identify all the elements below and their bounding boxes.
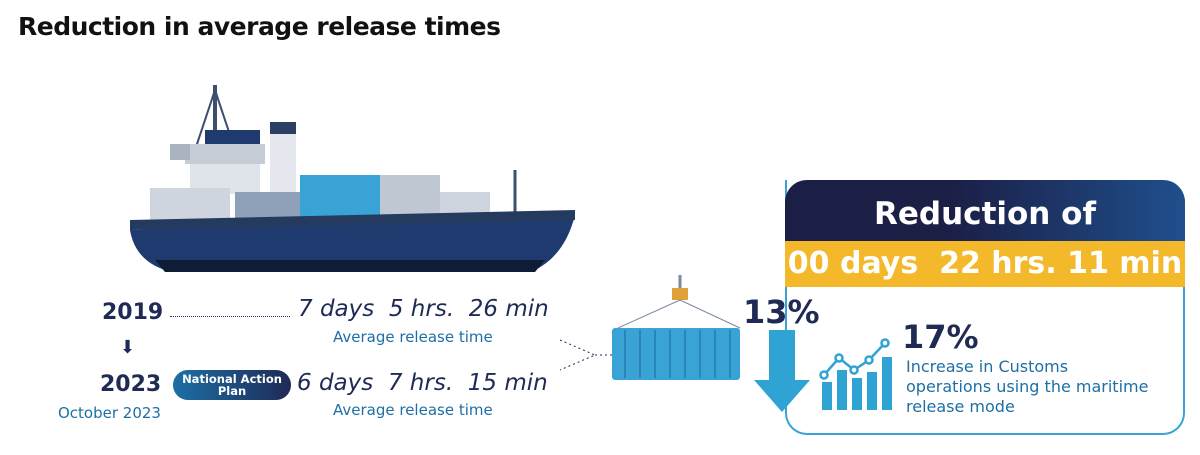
- increase-percent: 17%: [902, 318, 979, 356]
- arrow-down-icon: [754, 330, 810, 412]
- arrow-down-icon: ⬇: [120, 337, 136, 358]
- cargo-ship-illustration: [130, 85, 575, 272]
- dotted-connector: [170, 316, 290, 317]
- reduction-heading: Reduction of: [785, 180, 1185, 241]
- release-time-2023: 6 days 7 hrs. 15 min: [297, 370, 548, 396]
- year-2019: 2019: [102, 300, 164, 325]
- year-2023: 2023: [100, 372, 162, 397]
- national-action-plan-badge: National Action Plan: [173, 370, 291, 400]
- date-label: October 2023: [58, 404, 161, 422]
- release-time-label-2023: Average release time: [333, 401, 493, 419]
- decrease-percent: 13%: [743, 293, 820, 331]
- bar-chart-growth-icon: [819, 338, 892, 410]
- container-illustration: [559, 275, 741, 380]
- reduction-value: 00 days 22 hrs. 11 min: [785, 241, 1185, 287]
- increase-description: Increase in Customs operations using the…: [906, 357, 1149, 416]
- release-time-label-2019: Average release time: [333, 328, 493, 346]
- reduction-panel: [785, 180, 1185, 435]
- page-title: Reduction in average release times: [18, 12, 501, 41]
- release-time-2019: 7 days 5 hrs. 26 min: [298, 296, 549, 322]
